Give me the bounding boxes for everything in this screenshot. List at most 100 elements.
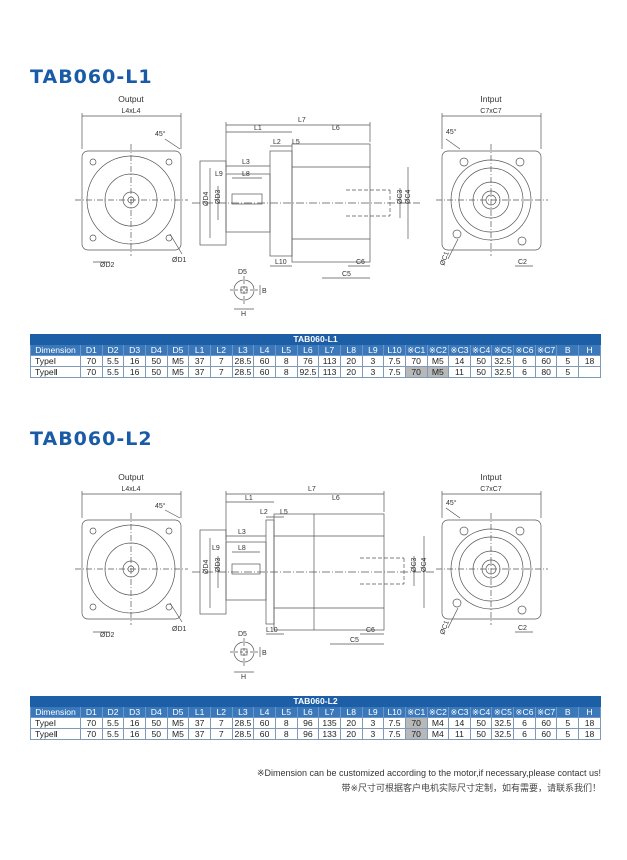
column-header: L8: [339, 344, 363, 356]
table-cell: M5: [426, 355, 450, 367]
table-cell: 6: [513, 355, 536, 367]
column-header: ※C2: [426, 344, 450, 356]
table-cell: 50: [469, 728, 493, 740]
column-header: L5: [274, 344, 298, 356]
output-label: Output: [118, 472, 144, 482]
customization-note: ※Dimension can be customized according t…: [256, 768, 601, 778]
table-header-row: Dimension D1 D2 D3 D4 D5 L1 L2 L3 L4 L5 …: [30, 706, 601, 718]
table-cell: 5: [556, 717, 580, 729]
column-header: L2: [209, 344, 233, 356]
table-cell: 5.5: [101, 717, 125, 729]
column-header: ※C1: [404, 344, 428, 356]
angle-label-input: 45°: [446, 128, 457, 136]
d5-label: D5: [238, 269, 247, 276]
table-cell: 8: [274, 355, 298, 367]
c1-label: ØC1: [439, 251, 451, 267]
table-cell: 37: [188, 355, 211, 367]
table-cell: 37: [188, 366, 211, 378]
table-cell: 50: [469, 355, 493, 367]
column-header: H: [578, 706, 601, 718]
column-header: D3: [123, 706, 146, 718]
table-cell: 5: [556, 366, 580, 378]
table-row: TypeⅠ 70 5.5 16 50 M5 37 7 28.5 60 8 96 …: [30, 717, 601, 729]
table-cell: 50: [144, 366, 168, 378]
table-cell: 32.5: [491, 728, 515, 740]
table-cell: 28.5: [231, 717, 255, 729]
table-cell: TypeⅡ: [30, 366, 81, 378]
table-caption: TAB060-L1: [30, 334, 601, 345]
l1-label: L1: [245, 495, 253, 502]
table-row: TypeⅠ 70 5.5 16 50 M5 37 7 28.5 60 8 76 …: [30, 355, 601, 367]
column-header: D4: [144, 706, 168, 718]
l2-label: L2: [260, 509, 268, 516]
table-cell: 37: [188, 728, 211, 740]
table-cell: 7.5: [383, 717, 406, 729]
column-header: L2: [209, 706, 233, 718]
column-header: H: [578, 344, 601, 356]
column-header: D2: [101, 706, 125, 718]
h-label: H: [241, 674, 246, 681]
spec-table: TAB060-L1 Dimension D1 D2 D3 D4 D5 L1 L2…: [30, 334, 601, 378]
table-header-row: Dimension D1 D2 D3 D4 D5 L1 L2 L3 L4 L5 …: [30, 344, 601, 356]
table-cell: 18: [578, 728, 601, 740]
table-cell: TypeⅠ: [30, 717, 81, 729]
table-cell: 60: [534, 728, 558, 740]
table-cell: 32.5: [491, 717, 515, 729]
column-header: L8: [339, 706, 363, 718]
d3-label: ØD3: [215, 190, 222, 205]
angle-label-input: 45°: [446, 499, 457, 507]
table-cell: 70: [404, 717, 428, 729]
table-row: TypeⅡ 70 5.5 16 50 M5 37 7 28.5 60 8 92.…: [30, 366, 601, 378]
column-header: L7: [318, 706, 341, 718]
table-cell: 6: [513, 717, 536, 729]
table-cell: TypeⅠ: [30, 355, 81, 367]
table-cell: 50: [144, 355, 168, 367]
table-cell: 70: [404, 728, 428, 740]
technical-drawing: Output L4xL4 45° ØD2 ØD1 L7 L1 L6 L2 L5 …: [70, 472, 550, 687]
column-header: L3: [231, 344, 255, 356]
column-header: ※C3: [448, 344, 471, 356]
table-cell: 5.5: [101, 728, 125, 740]
table-cell: M5: [166, 717, 190, 729]
table-cell: 28.5: [231, 728, 255, 740]
column-header: ※C7: [534, 344, 558, 356]
table-cell: 16: [123, 366, 146, 378]
c4-label: ØC4: [405, 190, 412, 205]
table-cell: 20: [339, 717, 363, 729]
table-cell: 7: [209, 717, 233, 729]
table-cell: 50: [144, 728, 168, 740]
column-header: ※C5: [491, 706, 515, 718]
c2-label: C2: [518, 259, 527, 266]
table-cell: 70: [404, 366, 428, 378]
c2-label: C2: [518, 625, 527, 632]
table-cell: 50: [469, 717, 493, 729]
d1-label: ØD1: [172, 257, 187, 264]
table-cell: 133: [318, 728, 341, 740]
table-cell: 7: [209, 366, 233, 378]
c6-label: C6: [366, 627, 375, 634]
l5-label: L5: [292, 139, 300, 146]
table-cell: 11: [448, 366, 471, 378]
table-cell: 3: [361, 366, 385, 378]
table-cell: 70: [80, 717, 103, 729]
table-cell: 7.5: [383, 728, 406, 740]
table-cell: 16: [123, 717, 146, 729]
l3-label: L3: [238, 529, 246, 536]
table-cell: 7: [209, 355, 233, 367]
table-cell: 8: [274, 728, 298, 740]
column-header: L4: [253, 344, 276, 356]
b-label: B: [262, 650, 267, 657]
column-header: Dimension: [30, 344, 81, 356]
table-cell: 20: [339, 728, 363, 740]
c5-label: C5: [350, 637, 359, 644]
column-header: B: [556, 344, 580, 356]
table-cell: M4: [426, 717, 450, 729]
table-cell: 20: [339, 355, 363, 367]
technical-drawing: Output L4xL4 45° ØD2 ØD1 L7 L1 L6 L2 L5 …: [70, 94, 550, 319]
column-header: L9: [361, 344, 385, 356]
section-title: TAB060-L2: [30, 428, 153, 450]
c4-label: ØC4: [421, 558, 428, 573]
l10-label: L10: [275, 259, 287, 266]
table-cell: 3: [361, 717, 385, 729]
column-header: D5: [166, 344, 190, 356]
